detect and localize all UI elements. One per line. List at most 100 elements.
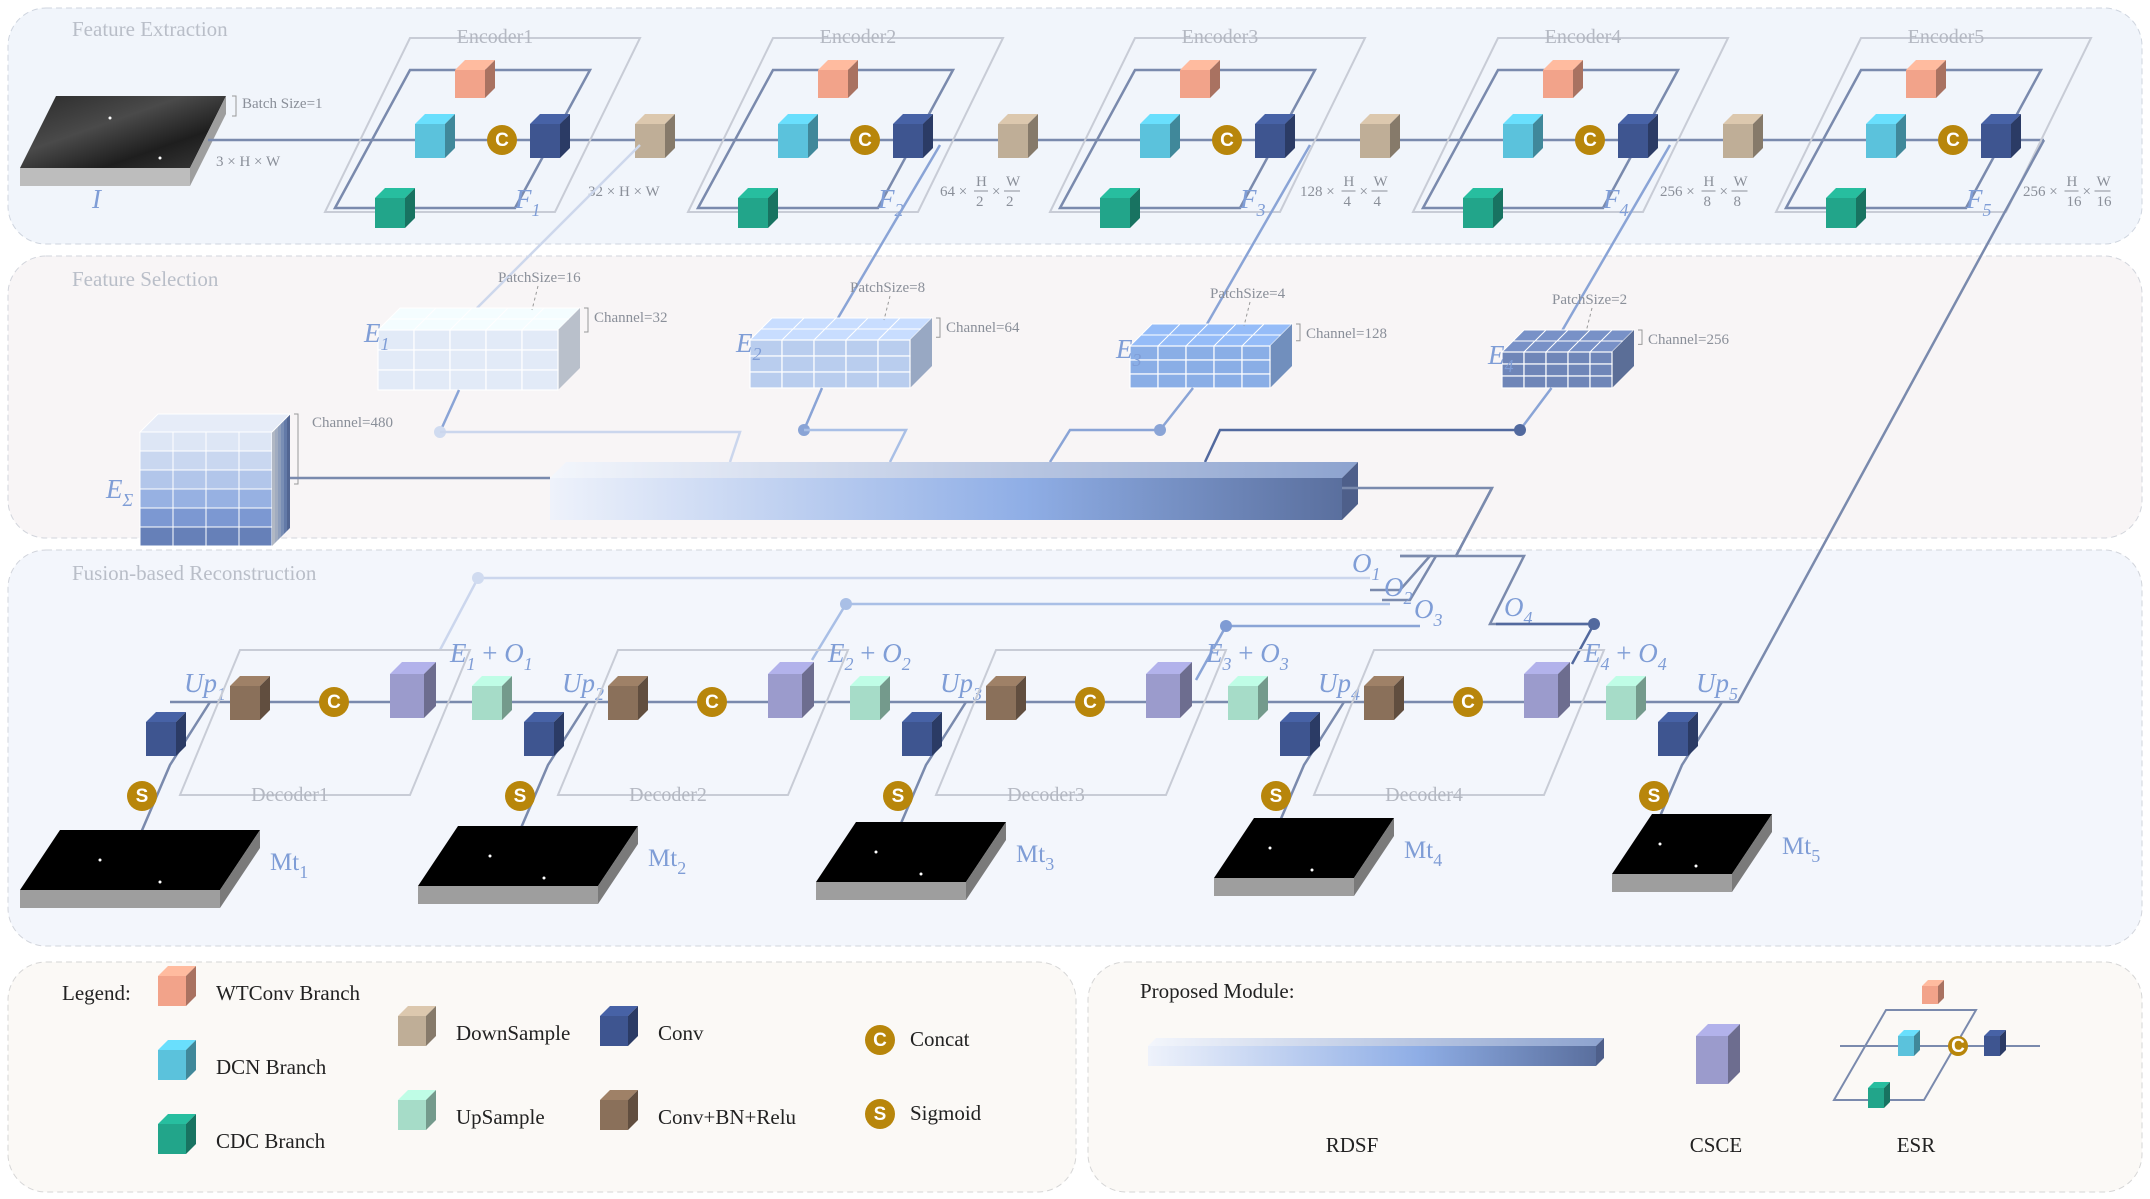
dcn-block	[1140, 114, 1180, 158]
svg-text:C: C	[1583, 130, 1597, 151]
concat-icon: C	[487, 125, 517, 155]
downsample-block	[998, 114, 1038, 158]
conv-block	[1981, 114, 2021, 158]
mask-symbol: Mt1	[270, 849, 308, 882]
encoder-output-symbol: F3	[1239, 184, 1266, 220]
legend-dcn-label: DCN Branch	[216, 1055, 327, 1079]
csce-block	[390, 662, 436, 718]
dcn-block	[1866, 114, 1906, 158]
patch-size-label: PatchSize=4	[1210, 286, 1286, 302]
dcn-block	[415, 114, 455, 158]
dim-wd: 2	[1006, 194, 1014, 210]
cdc-block	[1463, 188, 1503, 228]
csce-block	[768, 662, 814, 718]
channel-label: Channel=128	[1306, 326, 1387, 342]
selection-group: E1PatchSize=16Channel=32E2PatchSize=8Cha…	[363, 144, 1729, 463]
sum-symbol: E1 + O1	[449, 638, 533, 674]
dim-times: ×	[1360, 184, 1368, 200]
mask-2	[418, 826, 638, 904]
encoder-output-symbol: F5	[1965, 184, 1992, 220]
dcn-block	[1503, 114, 1543, 158]
concat-icon: C	[1938, 125, 1968, 155]
sigmoid-icon: S	[1261, 781, 1291, 811]
dim-wd: 4	[1374, 194, 1382, 210]
downsample-block	[635, 114, 675, 158]
conv-block	[893, 114, 933, 158]
mask-5	[1612, 814, 1772, 892]
dim-w: W	[1006, 174, 1021, 190]
up-symbol: Up5	[1696, 668, 1738, 704]
encoder-label: Encoder4	[1545, 26, 1622, 48]
wtconv-block	[1180, 60, 1220, 98]
dim-times: ×	[2083, 184, 2091, 200]
legend-concat-icon: C	[865, 1025, 895, 1055]
proposed-module-panel	[1087, 961, 2143, 1193]
csce-block	[1524, 662, 1570, 718]
concat-icon: C	[1075, 687, 1105, 717]
dim-times: ×	[1720, 184, 1728, 200]
mask-3	[816, 822, 1006, 900]
svg-text:S: S	[1648, 786, 1661, 807]
sigmoid-icon: S	[127, 781, 157, 811]
legend-csce-icon	[1696, 1024, 1740, 1084]
encoder-output-symbol: F1	[514, 184, 541, 220]
batch-size-label: Batch Size=1	[242, 96, 323, 112]
cdc-block	[738, 188, 778, 228]
channel-label: Channel=64	[946, 320, 1020, 336]
svg-text:S: S	[874, 1104, 887, 1125]
convbnrelu-block	[230, 676, 270, 720]
sigmoid-icon: S	[883, 781, 913, 811]
conv-block	[524, 712, 564, 756]
fusion-reconstruction-title: Fusion-based Reconstruction	[72, 561, 317, 585]
output-symbol-2: O2	[1384, 572, 1413, 608]
conv-block	[146, 712, 186, 756]
selection-symbol: E1	[363, 318, 390, 354]
fusion-reconstruction-panel	[7, 549, 2143, 947]
dim-w: W	[1374, 174, 1389, 190]
patch-size-label: PatchSize=8	[850, 280, 925, 296]
convbnrelu-block	[986, 676, 1026, 720]
encoder-label: Encoder1	[457, 26, 534, 48]
concat-icon: C	[1212, 125, 1242, 155]
svg-text:C: C	[1946, 130, 1960, 151]
convbnrelu-block	[1364, 676, 1404, 720]
feature-extraction-panel	[7, 7, 2143, 245]
svg-text:C: C	[1220, 130, 1234, 151]
encoders-group: Encoder1CF1Encoder2CF2Encoder3CF3Encoder…	[323, 26, 2113, 228]
dim-label-2: 64 ×	[940, 184, 967, 200]
legend-convbnrelu-label: Conv+BN+Relu	[658, 1105, 797, 1129]
dim-wd: 8	[1734, 194, 1742, 210]
legend-downsample-label: DownSample	[456, 1021, 570, 1045]
legend-convbnrelu-icon	[600, 1090, 638, 1130]
rdsf-label: RDSF	[1326, 1133, 1379, 1157]
svg-text:C: C	[1083, 692, 1097, 713]
channel-label: Channel=32	[594, 310, 667, 326]
downsample-block	[1723, 114, 1763, 158]
legend-conv-label: Conv	[658, 1021, 704, 1045]
decoder-label: Decoder4	[1385, 784, 1463, 806]
upsample-block-2	[850, 676, 890, 720]
dim-wd: 16	[2097, 194, 2113, 210]
concat-icon: C	[319, 687, 349, 717]
svg-text:S: S	[514, 786, 527, 807]
cdc-block	[375, 188, 415, 228]
e-sigma-channel: Channel=480	[312, 415, 393, 431]
dim-label-4: 256 ×	[1660, 184, 1695, 200]
enc5-to-up5-line	[1700, 139, 2046, 704]
encoder-output-symbol: F2	[877, 184, 904, 220]
decoder-label: Decoder1	[251, 784, 329, 806]
input-shape-label: 3 × H × W	[216, 154, 281, 170]
dim-w: W	[1734, 174, 1749, 190]
e-sigma-symbol: EΣ	[105, 474, 134, 510]
